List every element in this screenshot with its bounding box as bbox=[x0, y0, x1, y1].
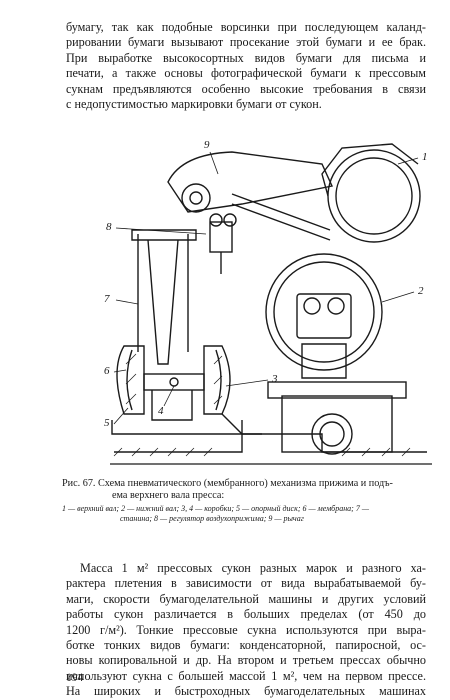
text-line: рактера плетения в зависимости от вида в… bbox=[66, 576, 426, 591]
caption-line: ема верхнего вала пресса: bbox=[112, 490, 225, 502]
label-9: 9 bbox=[204, 139, 210, 151]
bottom-roll-bearing bbox=[311, 413, 353, 455]
box bbox=[203, 345, 231, 415]
gauge-icon bbox=[327, 297, 345, 315]
text-line: При выработке высокосортных видов бумаги… bbox=[66, 50, 426, 65]
text-line: используют сукна с большей массой 1 м², … bbox=[66, 668, 426, 683]
text-line: бумагу, так как подобные ворсинки при по… bbox=[66, 20, 426, 34]
lower-roll bbox=[265, 253, 383, 371]
text-line: рировании бумаги вызывают просекание это… bbox=[66, 35, 426, 50]
text-line: 1200 г/м²). Тонкие прессовые сукна испол… bbox=[66, 622, 426, 637]
lever bbox=[167, 151, 334, 213]
top-paragraph: бумагу, так как подобные ворсинки при по… bbox=[66, 20, 426, 112]
label-1: 1 bbox=[422, 151, 428, 163]
text-line: На широких и быстроходных бумагоделатель… bbox=[66, 684, 426, 699]
label-6: 6 bbox=[104, 365, 110, 377]
label-7: 7 bbox=[104, 293, 110, 305]
lower-housing bbox=[281, 395, 393, 453]
text-line: работы сукон различается в больших преде… bbox=[66, 607, 426, 622]
text-line: ботке тонких видов бумаги: конденсаторно… bbox=[66, 638, 426, 653]
text-line: Масса 1 м² прессовых сукон разных марок … bbox=[80, 561, 426, 575]
gauge-icon bbox=[303, 297, 321, 315]
page-number: 194 bbox=[66, 672, 84, 684]
lever-pivot bbox=[181, 183, 211, 213]
frame bbox=[137, 234, 189, 352]
legend-line: станина; 8 — регулятор воздухоприжима; 9… bbox=[120, 514, 304, 523]
label-8: 8 bbox=[106, 221, 112, 233]
label-5: 5 bbox=[104, 417, 110, 429]
text-line: с недопустимостью маркировки бумаги от с… bbox=[66, 97, 322, 112]
text-line: маги, скорости бумагоделательной машины … bbox=[66, 591, 426, 606]
box bbox=[143, 373, 205, 391]
text-line: сукнам предъявляются особенно высокие тр… bbox=[66, 81, 426, 96]
caption-line: Рис. 67. Схема пневматического (мембранн… bbox=[62, 478, 393, 489]
figure-legend: 1 — верхний вал; 2 — нижний вал; 3, 4 — … bbox=[62, 504, 434, 524]
text-line: печати, а также основы фотографической б… bbox=[66, 66, 426, 81]
upper-roll bbox=[327, 149, 421, 243]
press-mechanism-diagram: 9 1 8 2 7 3 6 5 4 bbox=[104, 139, 432, 465]
text-line: новы копировальной и др. На втором и тре… bbox=[66, 653, 426, 668]
label-4: 4 bbox=[158, 405, 164, 417]
diaphragm bbox=[116, 345, 145, 415]
label-2: 2 bbox=[418, 285, 424, 297]
label-3: 3 bbox=[271, 373, 278, 385]
legend-line: 1 — верхний вал; 2 — нижний вал; 3, 4 — … bbox=[62, 504, 369, 513]
figure-caption: Рис. 67. Схема пневматического (мембранн… bbox=[62, 478, 432, 502]
bottom-paragraph: Масса 1 м² прессовых сукон разных марок … bbox=[66, 561, 426, 700]
foundation-line bbox=[114, 433, 427, 453]
